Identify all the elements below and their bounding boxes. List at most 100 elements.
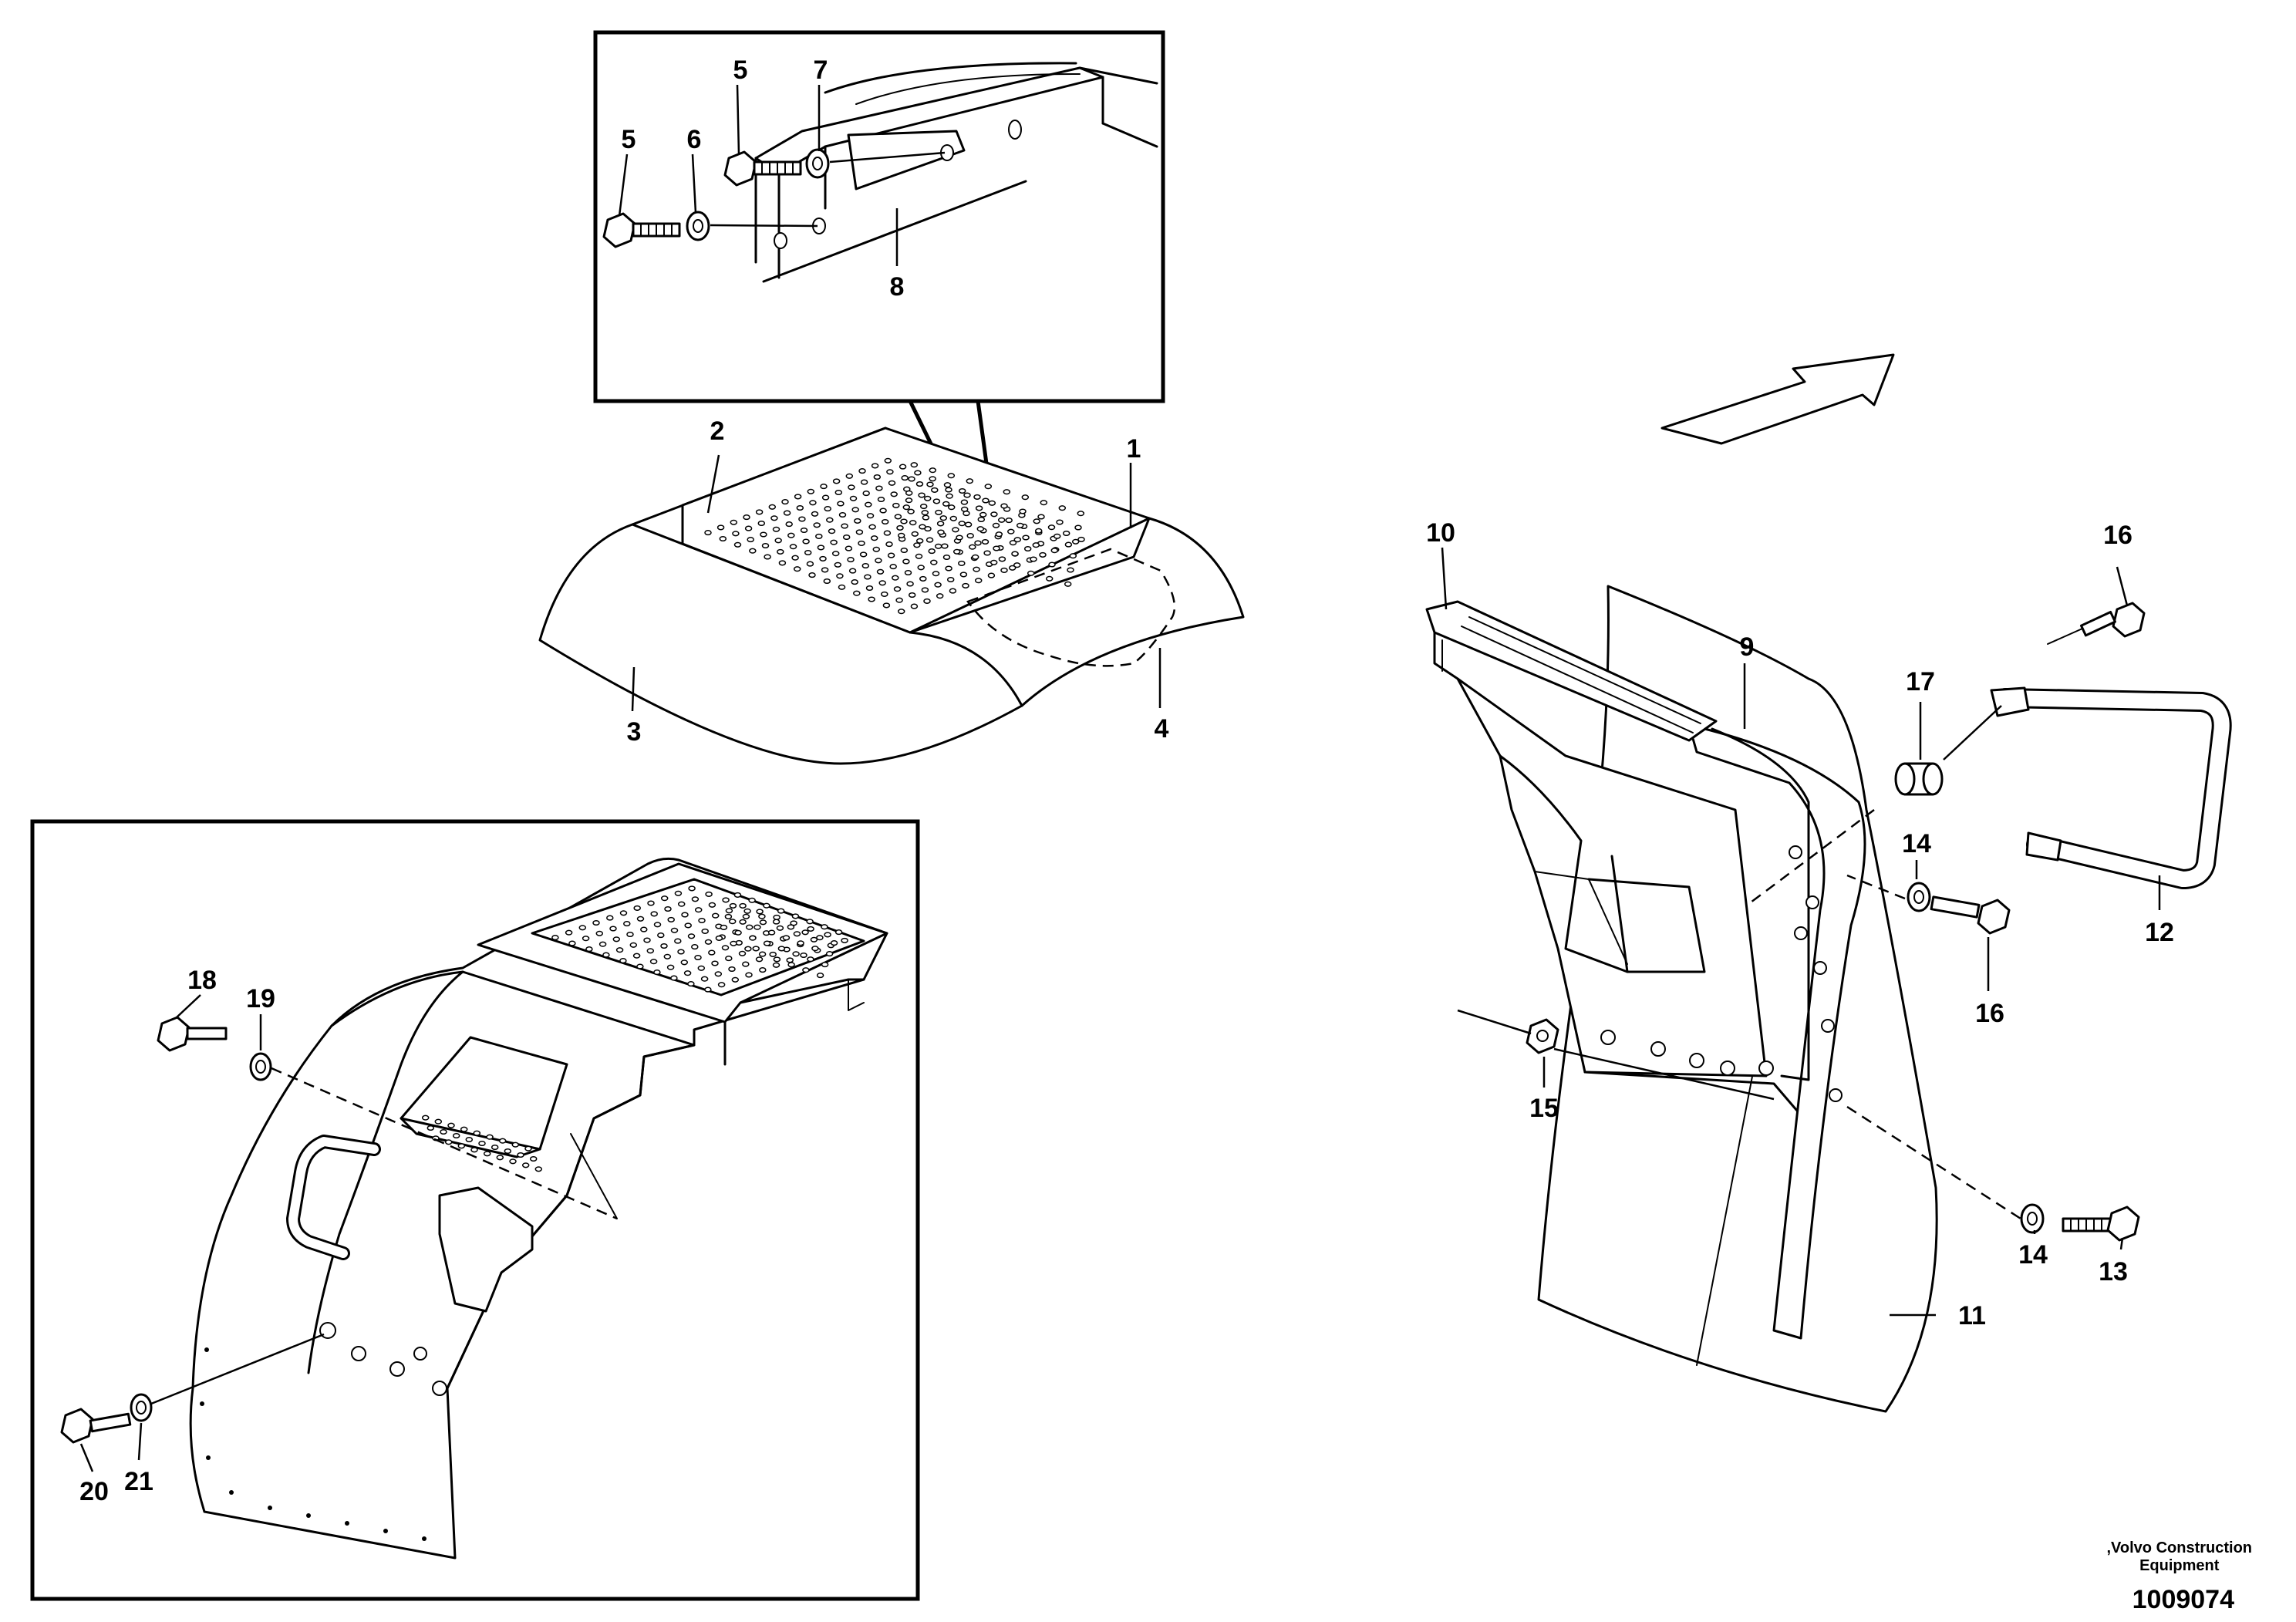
perforation-hole [825,951,834,957]
perforation-hole [815,533,823,539]
perforation-hole [995,531,1003,538]
perforation-hole [582,936,590,942]
perforation-hole [646,948,655,954]
perforation-hole [769,951,777,957]
perforation-hole [626,931,634,938]
perforation-hole [698,917,706,924]
perforation-hole [928,548,936,555]
perforation-hole [934,543,942,549]
perforation-hole [919,575,927,582]
perforation-hole [585,946,593,953]
perforation-hole [670,975,678,981]
perforation-hole [632,953,641,959]
perforation-hole [598,941,607,947]
perforation-hole [981,538,990,545]
perforation-hole [1077,536,1085,542]
perforation-hole [853,590,861,596]
perforation-hole [486,1134,494,1140]
perforation-hole [691,896,700,902]
perforation-hole [807,926,814,932]
perforation-hole [649,959,658,965]
perforation-hole [915,538,924,544]
perforation-hole [841,523,848,529]
perforation-hole [952,548,961,555]
perforation-hole [623,921,631,927]
perforation-hole [1069,553,1077,559]
perforation-hole [609,926,617,932]
perforation-hole [877,496,885,503]
perforation-hole [447,1122,455,1128]
perforation-hole [643,937,651,943]
perforation-hole [636,916,645,922]
perforation-hole [942,554,951,561]
perforation-hole [816,973,824,979]
perforation-hole [935,509,942,515]
perforation-hole [871,463,879,469]
perforation-hole [909,520,917,526]
perforation-hole [828,528,836,534]
callout-2: 2 [710,416,725,446]
perforation-hole [826,517,834,523]
perforation-hole [830,940,838,946]
perforation-hole [687,933,696,939]
perforation-hole [973,566,980,572]
perforation-hole [629,942,638,948]
perforation-hole [888,480,896,486]
perforation-hole [777,908,785,914]
perforation-hole [974,540,982,546]
perforation-hole [511,1141,520,1148]
perforation-hole [882,602,891,609]
perforation-hole [647,900,655,906]
perforation-hole [925,537,934,543]
perforation-hole [838,511,847,518]
perforation-hole [592,919,600,926]
perforation-hole [905,497,913,504]
perforation-hole [606,915,614,921]
perforation-hole [823,578,831,585]
callout-1: 1 [1127,434,1141,464]
perforation-hole [517,1152,524,1158]
perforation-hole [817,545,825,551]
perforation-hole [465,1136,474,1143]
perforation-hole [777,946,786,952]
perforation-hole [1074,524,1082,531]
perforation-hole [1013,537,1022,543]
perforation-hole [866,513,875,519]
perforation-hole [911,531,919,537]
perforation-hole [657,932,665,939]
brand-line-1: ,Volvo Construction [2106,1539,2252,1556]
perforation-hole [875,485,883,491]
perforation-hole [872,546,881,552]
perforation-hole [440,1128,447,1135]
top-detail-view [593,30,1165,595]
perforation-hole [908,476,915,482]
perforation-hole [895,597,903,603]
perforation-hole [1039,551,1047,558]
perforation-hole [821,924,828,930]
perforation-hole [865,501,872,508]
perforation-hole [842,534,851,541]
perforation-hole [715,935,723,941]
perforation-hole [794,494,802,500]
perforation-hole [677,949,685,955]
callout-leaders [79,84,2161,1472]
perforation-hole [845,545,853,551]
perforation-hole [1030,556,1037,562]
perforation-hole [680,959,689,966]
perforation-hole [821,494,830,501]
detail-frame-top [593,30,1165,403]
perforation-hole [1045,575,1054,582]
perforation-hole [806,919,814,925]
perforation-hole [755,956,764,963]
perforation-hole [845,473,854,479]
perforation-hole [708,902,716,908]
perforation-hole [797,940,804,946]
perforation-hole [498,1138,507,1144]
perforation-hole [730,940,737,946]
bolt-lower [602,212,681,248]
perforation-hole [851,579,858,585]
perforation-hole [743,514,750,521]
callout-5-upper: 5 [733,56,748,85]
bolt-20 [60,1408,132,1444]
